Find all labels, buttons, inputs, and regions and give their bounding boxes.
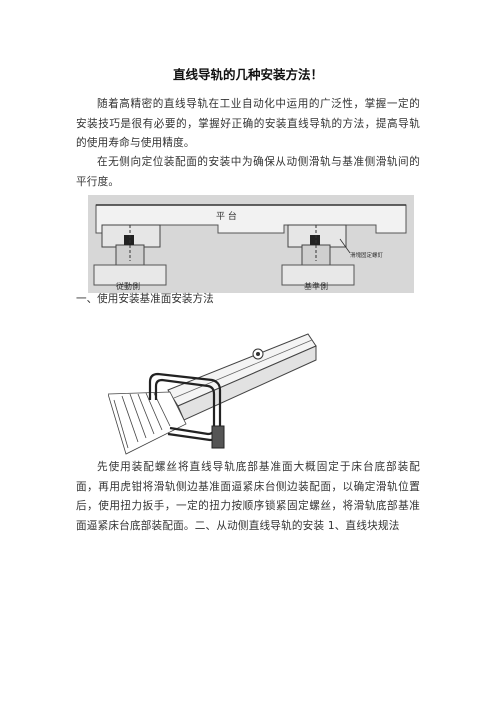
hatched-base (108, 391, 187, 455)
clamp-icon (148, 372, 225, 449)
left-carriage (93, 224, 167, 286)
right-carriage (281, 224, 355, 286)
section-heading: 一、使用安装基准面安装方法 (76, 293, 214, 305)
rail-cross-section-figure: 平 台 滑塊固定螺釘 従動側 基準側 (88, 195, 414, 293)
parallelism-paragraph: 在无侧向定位装配面的安装中为确保从动侧滑轨与基准侧滑轨间的平行度。 (76, 156, 420, 188)
intro-paragraph: 随着高精密的直线导轨在工业自动化中运用的广泛性，掌握一定的安装技巧是很有必要的，… (76, 98, 420, 149)
installation-paragraph: 先使用装配螺丝将直线导轨底部基准面大概固定于床台底部装配面，再用虎钳将滑轨侧边基… (76, 461, 420, 532)
platform-label: 平 台 (216, 210, 237, 222)
page-title: 直线导轨的几种安装方法！ (172, 67, 323, 82)
right-side-label: 基準側 (304, 281, 328, 291)
callout-label: 滑塊固定螺釘 (350, 251, 384, 259)
clamp-rail-figure (108, 333, 317, 455)
left-side-label: 従動側 (116, 281, 140, 291)
